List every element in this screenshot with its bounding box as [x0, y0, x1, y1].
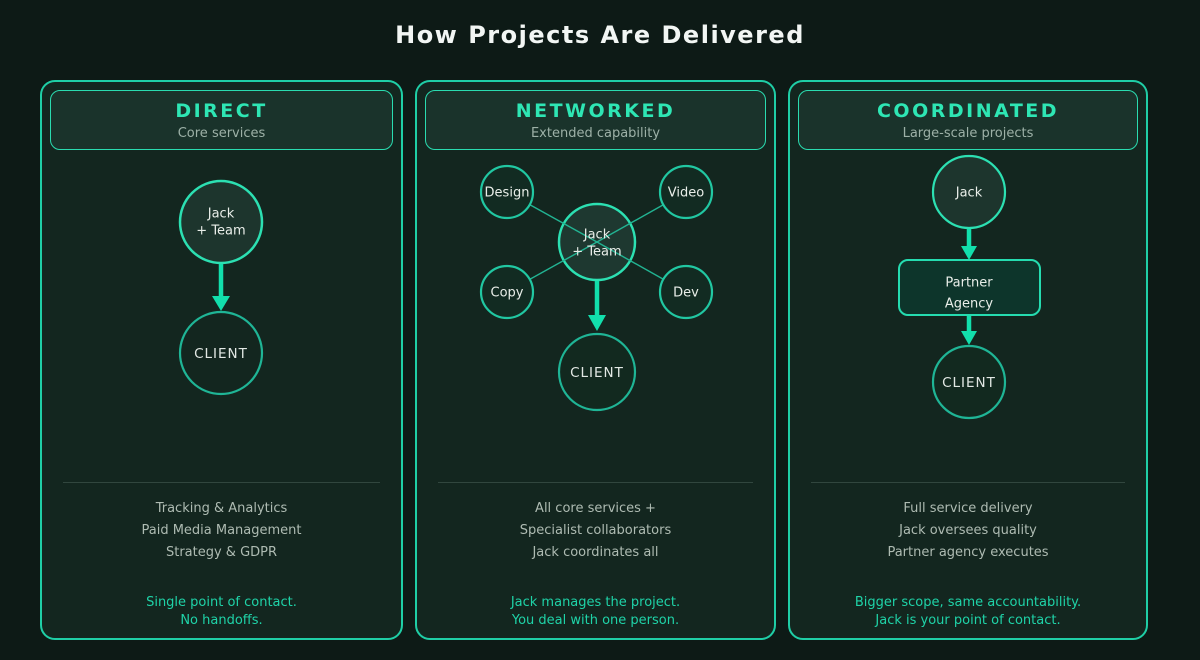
node-client-label: CLIENT	[194, 346, 248, 362]
divider	[811, 482, 1125, 483]
divider	[63, 482, 380, 483]
coordinated-diagram: Jack Partner Agency CLIENT	[898, 154, 1041, 420]
node-dev	[658, 264, 714, 320]
node-client	[178, 310, 264, 396]
footnote-line: No handoffs.	[180, 613, 263, 628]
node-client	[557, 332, 637, 412]
node-partner-agency-label-line1: Partner	[945, 276, 993, 291]
node-jack-team-label-line1: Jack	[207, 207, 235, 222]
panel-direct-header: DIRECT Core services	[50, 90, 393, 150]
footnote-line: You deal with one person.	[511, 613, 680, 628]
node-client-label: CLIENT	[942, 375, 996, 391]
service-item: Full service delivery	[903, 501, 1033, 516]
footnote-line: Jack is your point of contact.	[875, 613, 1061, 628]
direct-services-list: Tracking & Analytics Paid Media Manageme…	[42, 498, 401, 564]
arrow-down-icon	[961, 331, 977, 345]
panel-direct-subtitle: Core services	[177, 126, 266, 141]
footnote-line: Jack manages the project.	[510, 595, 681, 610]
footnote-line: Bigger scope, same accountability.	[854, 595, 1082, 610]
node-design-label: Design	[485, 186, 530, 201]
panel-coordinated-header: COORDINATED Large-scale projects	[798, 90, 1138, 150]
service-item: Jack oversees quality	[899, 523, 1037, 538]
service-item: Strategy & GDPR	[165, 545, 278, 560]
node-jack-team-label-line2: + Team	[196, 224, 245, 239]
node-copy	[479, 264, 535, 320]
coordinated-services-list: Full service delivery Jack oversees qual…	[790, 498, 1146, 564]
service-item: Specialist collaborators	[519, 523, 672, 538]
service-item: Paid Media Management	[141, 523, 302, 538]
node-design	[479, 164, 535, 220]
panel-networked: NETWORKED Extended capability Jack + Tea…	[415, 80, 776, 640]
node-video-label: Video	[668, 186, 704, 201]
page-title: How Projects Are Delivered	[395, 21, 805, 49]
panel-coordinated-title: COORDINATED	[876, 100, 1060, 122]
direct-diagram: Jack + Team CLIENT	[178, 179, 264, 396]
panel-networked-title: NETWORKED	[515, 100, 676, 122]
panel-direct-title: DIRECT	[175, 100, 268, 122]
node-video	[658, 164, 714, 220]
arrow-down-icon	[588, 315, 606, 331]
node-partner-agency	[898, 259, 1041, 316]
node-jack	[931, 154, 1007, 230]
node-copy-label: Copy	[491, 286, 524, 301]
node-jack-team	[178, 179, 264, 265]
panel-networked-header: NETWORKED Extended capability	[425, 90, 766, 150]
coordinated-footnote: Bigger scope, same accountability. Jack …	[790, 594, 1146, 630]
networked-diagram: Jack + Team Design Video Copy Dev CLIENT	[479, 164, 714, 412]
direct-footnote: Single point of contact. No handoffs.	[42, 594, 401, 630]
node-dev-label: Dev	[673, 286, 699, 301]
node-jack-team-label-line2: + Team	[572, 245, 621, 260]
networked-services-list: All core services + Specialist collabora…	[417, 498, 774, 564]
footnote-line: Single point of contact.	[146, 595, 297, 610]
node-client	[931, 344, 1007, 420]
service-item: All core services +	[535, 501, 656, 516]
node-partner-agency-label-line2: Agency	[945, 297, 994, 312]
service-item: Partner agency executes	[887, 545, 1049, 560]
panel-coordinated: COORDINATED Large-scale projects Jack Pa…	[788, 80, 1148, 640]
panel-direct: DIRECT Core services Jack + Team CLIENT …	[40, 80, 403, 640]
node-client-label: CLIENT	[570, 365, 624, 381]
service-item: Jack coordinates all	[532, 545, 659, 560]
networked-footnote: Jack manages the project. You deal with …	[417, 594, 774, 630]
arrow-down-icon	[212, 296, 230, 311]
arrow-down-icon	[961, 246, 977, 260]
service-item: Tracking & Analytics	[155, 501, 288, 516]
node-jack-team-label-line1: Jack	[583, 228, 611, 243]
node-jack-label: Jack	[955, 186, 983, 201]
panel-coordinated-subtitle: Large-scale projects	[902, 126, 1034, 141]
panel-networked-subtitle: Extended capability	[530, 126, 661, 141]
divider	[438, 482, 753, 483]
